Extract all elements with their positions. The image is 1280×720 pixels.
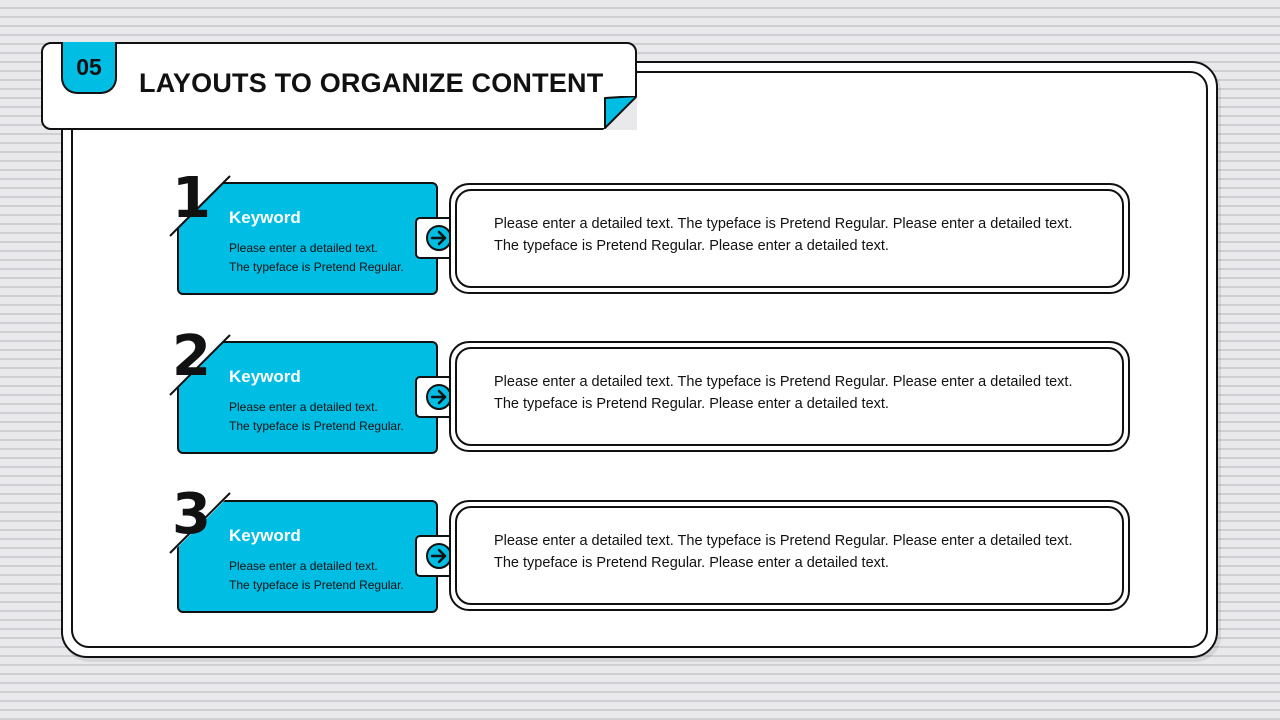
keyword-summary-line: The typeface is Pretend Regular. (229, 260, 404, 274)
keyword-card-1: Keyword Please enter a detailed text. Th… (177, 182, 438, 295)
diagonal-slash (169, 492, 231, 554)
description-text: Please enter a detailed text. The typefa… (494, 374, 1073, 412)
description-box-2: Please enter a detailed text. The typefa… (449, 341, 1130, 452)
header-banner: 05 LAYOUTS TO ORGANIZE CONTENT (41, 42, 637, 130)
keyword-title: Keyword (229, 208, 301, 227)
description-box-inner-border (455, 189, 1124, 288)
diagonal-slash (169, 334, 231, 396)
keyword-summary-line: The typeface is Pretend Regular. (229, 419, 404, 433)
keyword-title: Keyword (229, 367, 301, 386)
keyword-summary: Please enter a detailed text. The typefa… (229, 239, 404, 277)
description-text: Please enter a detailed text. The typefa… (494, 533, 1073, 571)
description-box-inner-border (455, 347, 1124, 446)
description-box-inner-border (455, 506, 1124, 605)
description-box-1: Please enter a detailed text. The typefa… (449, 183, 1130, 294)
keyword-card-3: Keyword Please enter a detailed text. Th… (177, 500, 438, 613)
section-number-badge: 05 (61, 42, 117, 94)
keyword-summary: Please enter a detailed text. The typefa… (229, 398, 404, 436)
description-text: Please enter a detailed text. The typefa… (494, 216, 1073, 254)
keyword-summary-line: Please enter a detailed text. (229, 400, 378, 414)
step-number-1: 1 (172, 166, 211, 231)
step-number-2: 2 (172, 324, 211, 389)
keyword-summary-line: Please enter a detailed text. (229, 559, 378, 573)
page-title: LAYOUTS TO ORGANIZE CONTENT (139, 68, 604, 98)
keyword-summary: Please enter a detailed text. The typefa… (229, 557, 404, 595)
keyword-summary-line: Please enter a detailed text. (229, 241, 378, 255)
folded-corner-icon (603, 96, 637, 130)
step-number-3: 3 (172, 482, 211, 547)
keyword-title: Keyword (229, 526, 301, 545)
description-box-3: Please enter a detailed text. The typefa… (449, 500, 1130, 611)
keyword-summary-line: The typeface is Pretend Regular. (229, 578, 404, 592)
diagonal-slash (169, 175, 231, 237)
